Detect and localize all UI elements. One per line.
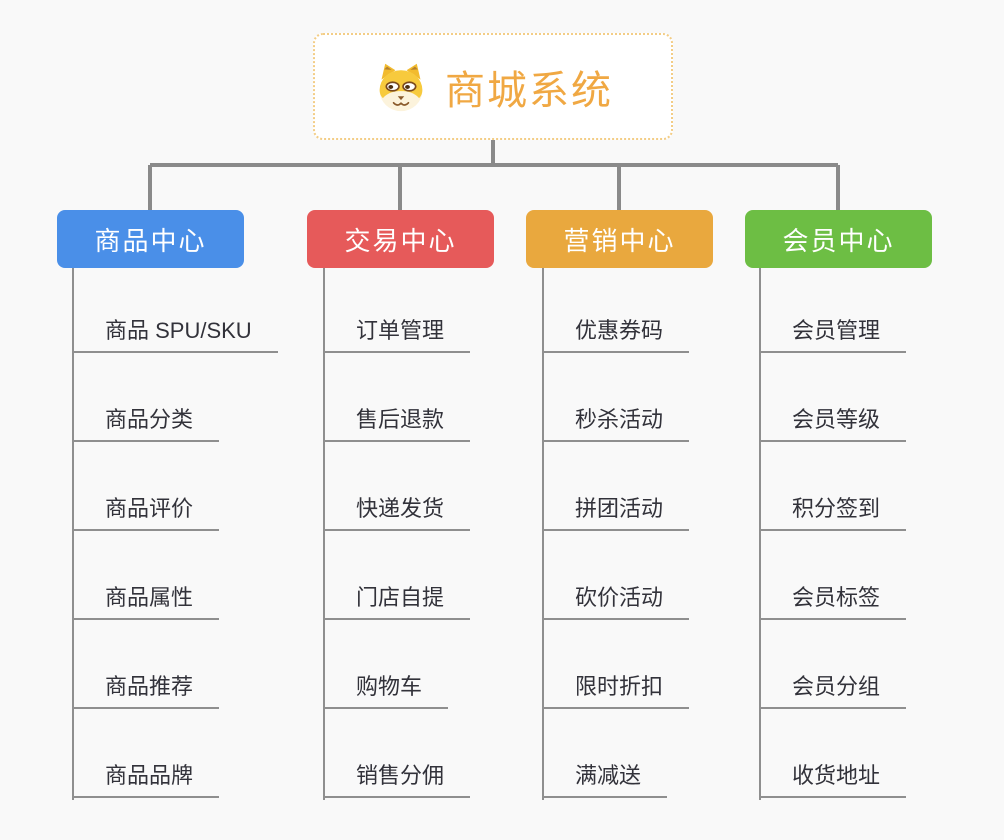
leaf-item[interactable]: 优惠券码 — [543, 313, 690, 353]
branch-trunk-line — [323, 268, 325, 800]
dog-face-icon — [379, 63, 423, 111]
leaf-item[interactable]: 商品推荐 — [73, 669, 220, 709]
leaf-item[interactable]: 商品评价 — [73, 491, 220, 531]
leaf-item[interactable]: 门店自提 — [324, 580, 471, 620]
leaf-item[interactable]: 商品属性 — [73, 580, 220, 620]
leaf-item[interactable]: 会员等级 — [760, 402, 907, 442]
leaf-item[interactable]: 商品 SPU/SKU — [73, 313, 278, 353]
leaf-item[interactable]: 商品分类 — [73, 402, 220, 442]
branch-node-marketing[interactable]: 营销中心 — [526, 210, 713, 268]
branch-node-trade[interactable]: 交易中心 — [307, 210, 494, 268]
branch-trunk-line — [72, 268, 74, 800]
leaf-item[interactable]: 限时折扣 — [543, 669, 690, 709]
root-title: 商城系统 — [445, 68, 613, 113]
leaf-item[interactable]: 快递发货 — [324, 491, 471, 531]
root-node[interactable]: 商城系统 — [313, 33, 673, 140]
leaf-item[interactable]: 积分签到 — [760, 491, 907, 531]
leaf-item[interactable]: 会员标签 — [760, 580, 907, 620]
branch-trunk-line — [542, 268, 544, 800]
branch-trunk-line — [759, 268, 761, 800]
leaf-item[interactable]: 拼团活动 — [543, 491, 690, 531]
leaf-item[interactable]: 收货地址 — [760, 758, 907, 798]
leaf-item[interactable]: 售后退款 — [324, 402, 471, 442]
leaf-item[interactable]: 会员管理 — [760, 313, 907, 353]
leaf-item[interactable]: 砍价活动 — [543, 580, 690, 620]
leaf-item[interactable]: 会员分组 — [760, 669, 907, 709]
leaf-item[interactable]: 秒杀活动 — [543, 402, 690, 442]
leaf-item[interactable]: 订单管理 — [324, 313, 471, 353]
leaf-item[interactable]: 销售分佣 — [324, 758, 471, 798]
leaf-item[interactable]: 商品品牌 — [73, 758, 220, 798]
leaf-item[interactable]: 购物车 — [324, 669, 449, 709]
leaf-item[interactable]: 满减送 — [543, 758, 668, 798]
branch-node-product[interactable]: 商品中心 — [57, 210, 244, 268]
branch-node-member[interactable]: 会员中心 — [745, 210, 932, 268]
